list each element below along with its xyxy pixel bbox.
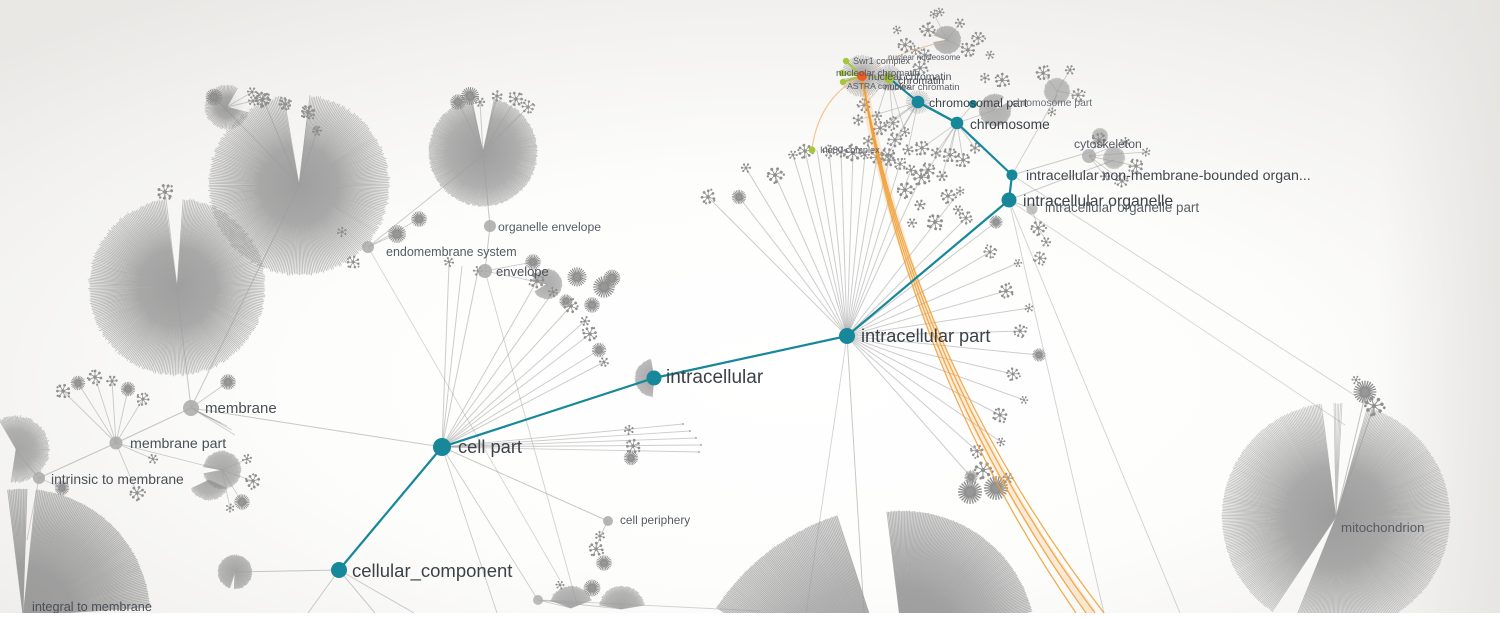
svg-text:intracellular non-membrane-bou: intracellular non-membrane-bounded organ… (1026, 168, 1311, 184)
svg-text:chromosomal part: chromosomal part (929, 96, 1028, 110)
svg-text:nucleolar chromatin: nucleolar chromatin (836, 68, 920, 79)
svg-text:nuclear chromatin: nuclear chromatin (884, 82, 960, 93)
svg-text:chromosome: chromosome (970, 117, 1050, 132)
svg-text:envelope: envelope (496, 264, 549, 279)
svg-text:organelle envelope: organelle envelope (498, 220, 601, 234)
svg-text:intracellular: intracellular (666, 367, 764, 388)
svg-text:membrane part: membrane part (130, 436, 226, 452)
svg-text:nuclear nucleosome: nuclear nucleosome (888, 53, 961, 62)
svg-text:integral to membrane: integral to membrane (32, 600, 152, 613)
svg-text:intracellular organelle: intracellular organelle (1023, 193, 1173, 210)
svg-text:chromosome part: chromosome part (1012, 98, 1092, 109)
svg-text:intracellular organelle part: intracellular organelle part (1045, 200, 1199, 215)
svg-text:endomembrane system: endomembrane system (386, 245, 517, 259)
svg-text:Swr1 complex: Swr1 complex (853, 56, 911, 66)
svg-text:intrinsic to membrane: intrinsic to membrane (51, 471, 184, 487)
svg-text:cell periphery: cell periphery (620, 513, 690, 527)
svg-text:cytoskeleton: cytoskeleton (1074, 137, 1142, 151)
svg-text:cellular_component: cellular_component (352, 560, 512, 582)
svg-text:chromatin: chromatin (898, 75, 944, 87)
svg-text:membrane: membrane (205, 400, 277, 417)
svg-text:ASTRA complex: ASTRA complex (847, 81, 911, 91)
svg-text:nuclear chromatin: nuclear chromatin (868, 71, 952, 83)
svg-text:intracellular part: intracellular part (861, 326, 990, 346)
svg-text:mitochondrion: mitochondrion (1341, 520, 1425, 535)
svg-text:Ino80 complex: Ino80 complex (820, 145, 880, 155)
svg-text:cell part: cell part (458, 436, 522, 457)
